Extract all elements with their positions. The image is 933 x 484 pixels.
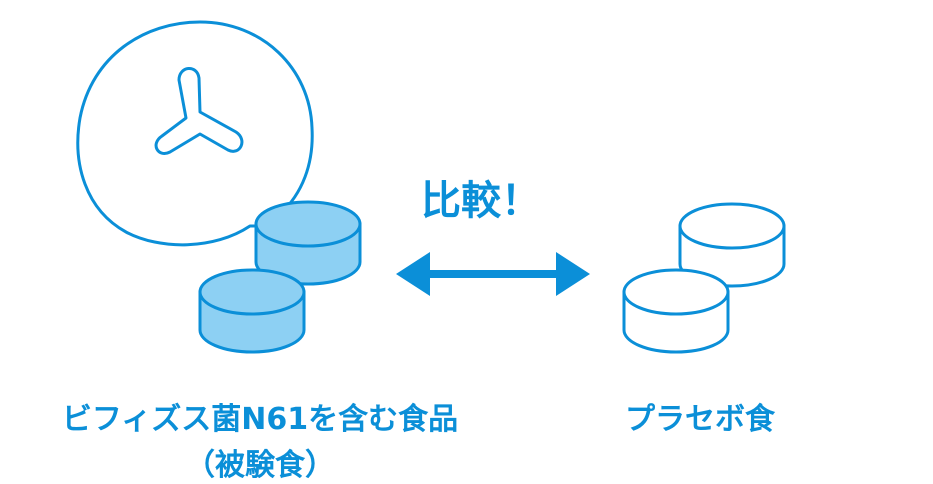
double-arrow-icon (396, 252, 590, 296)
speech-bubble (76, 20, 314, 247)
compare-label: 比較！ (421, 178, 541, 224)
placebo-tablet-front (622, 268, 730, 354)
placebo-label: プラセボ食 (625, 402, 775, 437)
test-food-label: ビフィズス菌N61を含む食品 (61, 402, 459, 437)
bifidobacterium-icon (154, 67, 244, 155)
test-tablet-front (198, 268, 306, 354)
placebo-tablet-back (678, 202, 786, 288)
test-food-sublabel: （被験食） (185, 448, 335, 483)
